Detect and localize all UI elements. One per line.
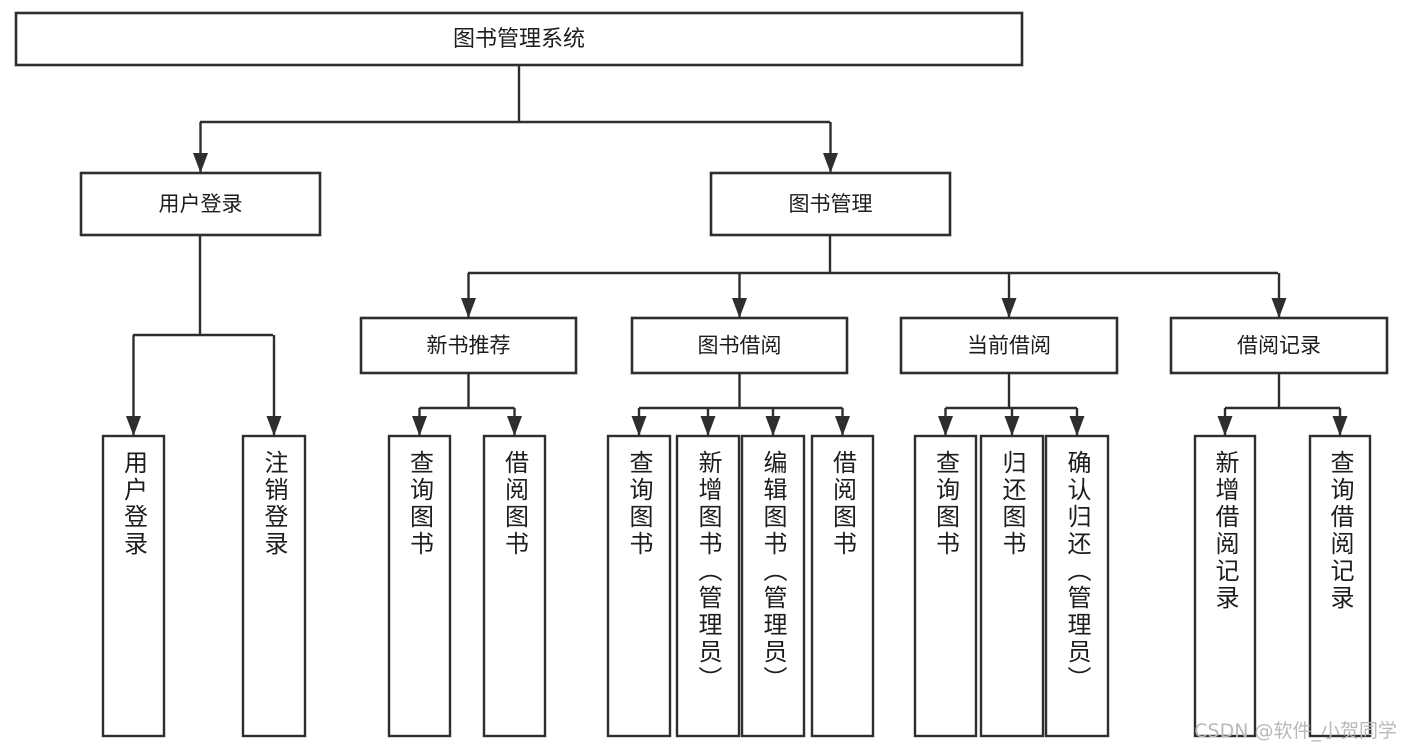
node-box-leaf-query-record[interactable] (1308, 434, 1372, 738)
arrow-book-manage (823, 153, 838, 173)
arrow-leaf-user-logout (266, 416, 282, 436)
node-box-leaf-add-record[interactable] (1193, 434, 1257, 738)
box-layer (14, 11, 1389, 738)
node-box-leaf-borrow-book-2[interactable] (810, 434, 875, 738)
node-box-leaf-user-logout[interactable] (241, 434, 307, 738)
node-box-book-borrow[interactable] (630, 316, 849, 375)
node-label-book-manage: 图书管理 (789, 192, 873, 216)
arrow-leaf-return-book (1004, 416, 1020, 436)
connector-layer (126, 65, 1348, 436)
node-box-leaf-user-login[interactable] (101, 434, 166, 738)
arrow-book-borrow (732, 298, 747, 318)
arrow-leaf-query-book-3 (938, 416, 953, 436)
node-box-leaf-confirm-return[interactable] (1044, 434, 1110, 738)
node-box-book-manage[interactable] (709, 171, 952, 237)
node-box-root[interactable] (14, 11, 1024, 67)
csdn-watermark: CSDN @软件_小贺同学 (1194, 720, 1397, 742)
node-box-leaf-borrow-book-1[interactable] (482, 434, 547, 738)
node-box-leaf-return-book[interactable] (979, 434, 1045, 738)
arrow-leaf-edit-book (765, 416, 781, 436)
arrow-leaf-borrow-book-1 (507, 416, 522, 436)
node-label-user-login: 用户登录 (159, 192, 243, 216)
node-box-leaf-add-book[interactable] (675, 434, 741, 738)
arrow-leaf-confirm-return (1069, 416, 1085, 436)
node-box-leaf-edit-book[interactable] (740, 434, 806, 738)
node-box-new-book-recommend[interactable] (359, 316, 578, 375)
arrow-borrow-record (1271, 298, 1287, 318)
node-box-borrow-record[interactable] (1169, 316, 1389, 375)
node-box-leaf-query-book-2[interactable] (606, 434, 672, 738)
arrow-leaf-query-record (1332, 416, 1348, 436)
node-box-user-login[interactable] (79, 171, 322, 237)
node-label-root: 图书管理系统 (453, 27, 585, 52)
arrow-leaf-add-book (700, 416, 716, 436)
arrow-current-borrow (1001, 298, 1017, 318)
arrow-new-book-recommend (461, 298, 476, 318)
arrow-leaf-user-login (126, 416, 141, 436)
arrow-user-login (193, 153, 208, 173)
arrow-leaf-borrow-book-2 (835, 416, 850, 436)
node-box-leaf-query-book-3[interactable] (913, 434, 978, 738)
node-label-book-borrow: 图书借阅 (698, 334, 782, 358)
node-box-leaf-query-book-1[interactable] (387, 434, 452, 738)
node-box-current-borrow[interactable] (899, 316, 1119, 375)
arrow-leaf-add-record (1217, 416, 1233, 436)
arrow-leaf-query-book-2 (631, 416, 647, 436)
node-label-borrow-record: 借阅记录 (1237, 334, 1321, 358)
arrow-leaf-query-book-1 (412, 416, 427, 436)
node-label-current-borrow: 当前借阅 (967, 334, 1051, 358)
node-label-new-book-recommend: 新书推荐 (427, 334, 511, 358)
